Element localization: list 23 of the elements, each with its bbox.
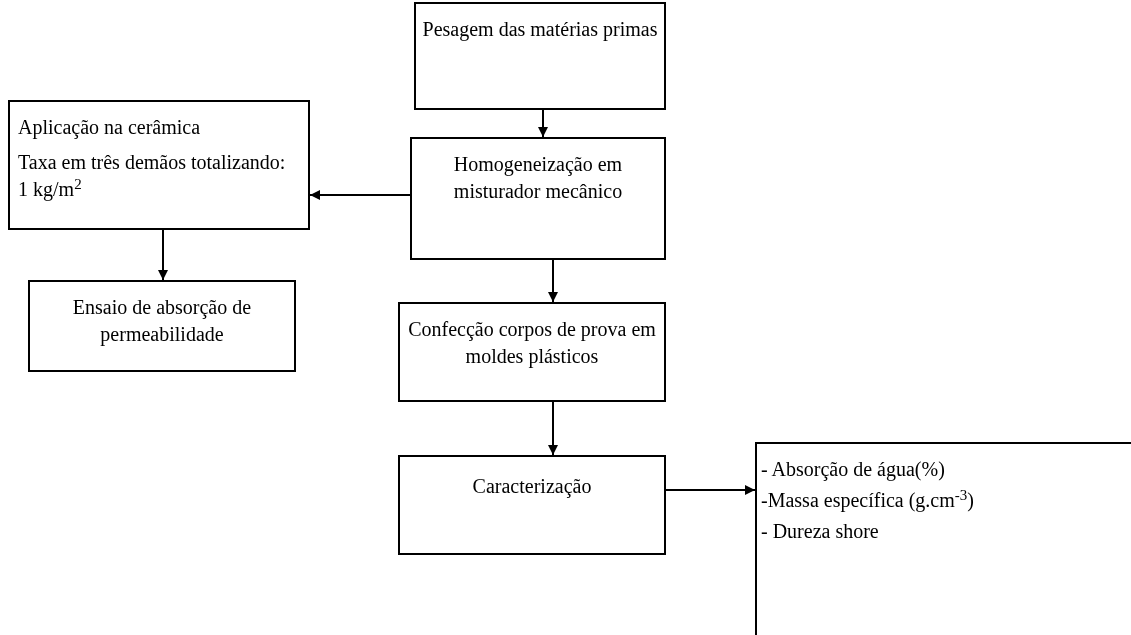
arrow bbox=[548, 401, 558, 456]
arrow bbox=[548, 259, 558, 303]
process-box bbox=[28, 280, 296, 372]
box-text: Homogeneização em misturador mecânico bbox=[452, 152, 624, 204]
process-box bbox=[755, 442, 1131, 635]
box-text: - Absorção de água(%) bbox=[761, 457, 945, 483]
process-box bbox=[410, 137, 666, 260]
box-text: Ensaio de absorção de permeabilidade bbox=[71, 295, 253, 348]
arrow bbox=[309, 190, 411, 200]
box-text: Aplicação na cerâmica bbox=[18, 115, 201, 141]
box-text: Confecção corpos de prova em moldes plásticos bbox=[407, 317, 657, 370]
box-text: Caracterização bbox=[472, 474, 592, 500]
box-text: Taxa em três demãos totalizando: 1 kg/m$^{2}$ bbox=[18, 150, 287, 203]
box-text: -Massa específica (g.cm$^{-3}$) bbox=[761, 487, 974, 514]
arrow bbox=[158, 229, 168, 281]
process-box bbox=[398, 455, 666, 555]
box-text: - Dureza shore bbox=[761, 519, 879, 544]
process-box bbox=[8, 100, 310, 230]
arrow bbox=[538, 109, 548, 138]
process-box bbox=[398, 302, 666, 402]
box-text: Pesagem das matérias primas bbox=[422, 17, 658, 43]
process-box bbox=[414, 2, 666, 110]
arrow bbox=[665, 485, 756, 495]
